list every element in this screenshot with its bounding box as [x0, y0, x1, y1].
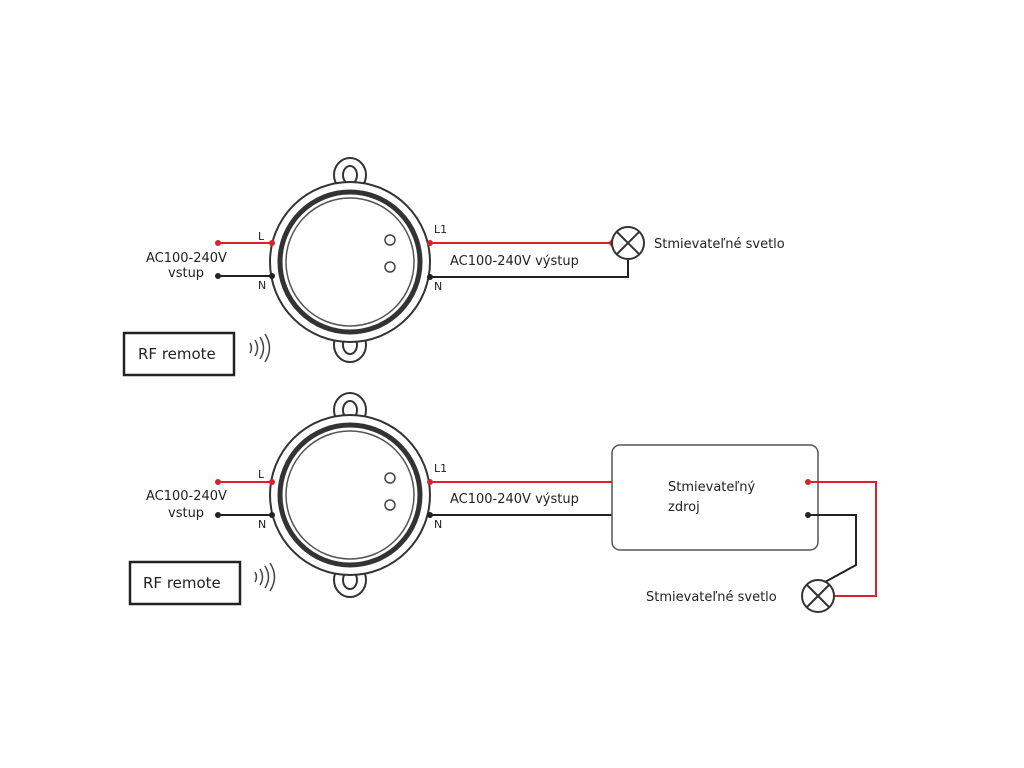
input-label-2: AC100-240V — [146, 489, 227, 504]
dimmable-driver-box — [611, 444, 819, 551]
output-label-1: AC100-240V výstup — [450, 254, 579, 269]
driver-label-line1: Stmievateľný — [668, 480, 755, 495]
lamp-label-1: Stmievateľné svetlo — [654, 237, 785, 252]
rf-remote-label-1: RF remote — [138, 345, 216, 363]
input-label-1: AC100-240V — [146, 251, 227, 266]
rf-remote-label-2: RF remote — [143, 574, 221, 592]
input-label-2b: vstup — [168, 506, 204, 521]
lamp-label-2: Stmievateľné svetlo — [646, 590, 777, 605]
lamp-icon — [611, 226, 645, 260]
dimmer-module-2 — [269, 392, 431, 598]
diagram-1: L N AC100-240V vstup L1 N AC100-240V výs… — [122, 157, 785, 377]
driver-label-line2: zdroj — [668, 500, 700, 515]
wireless-signal-icon — [249, 333, 271, 363]
wireless-signal-icon-2 — [254, 562, 276, 592]
output-neutral-wire-1 — [430, 260, 629, 278]
dimmer-module-1 — [269, 157, 431, 363]
terminal-n-right-1: N — [434, 280, 442, 293]
input-label-1b: vstup — [168, 266, 204, 281]
terminal-l1-1: L1 — [434, 223, 447, 236]
indicator-led-1 — [384, 234, 396, 246]
terminal-n-left-1: N — [258, 279, 266, 292]
indicator-led-4 — [384, 499, 396, 511]
driver-live-wire — [808, 481, 877, 597]
rf-remote-box-1 — [122, 331, 236, 377]
terminal-n-right-2: N — [434, 518, 442, 531]
terminal-l-1: L — [258, 230, 265, 243]
terminal-l1-2: L1 — [434, 462, 447, 475]
output-label-2: AC100-240V výstup — [450, 492, 579, 507]
rf-remote-box-2 — [128, 560, 242, 606]
terminal-n-left-2: N — [258, 518, 266, 531]
diagram-2: L N AC100-240V vstup L1 N AC100-240V výs… — [128, 392, 877, 613]
driver-neutral-wire — [808, 514, 857, 583]
indicator-led-2 — [384, 261, 396, 273]
indicator-led-3 — [384, 472, 396, 484]
terminal-l-2: L — [258, 468, 265, 481]
lamp-icon-2 — [801, 579, 835, 613]
